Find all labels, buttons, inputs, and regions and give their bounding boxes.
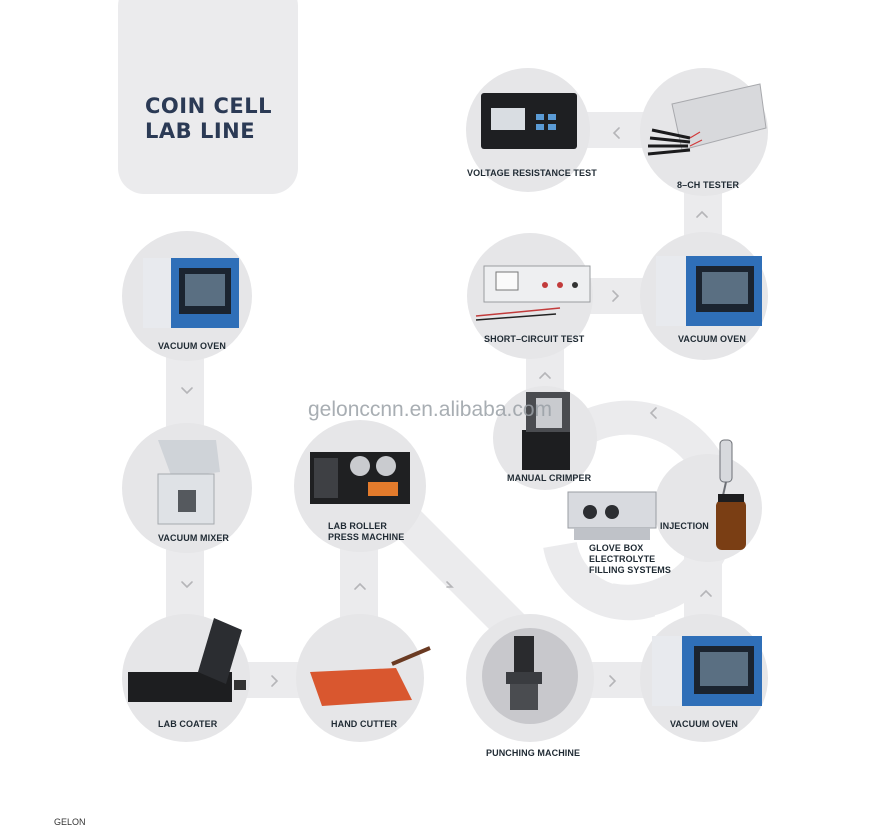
title-card (118, 0, 298, 194)
label-vacuum-oven-right-top: VACUUM OVEN (678, 334, 746, 344)
arrow-chevron-right-icon (612, 290, 620, 302)
label-lab-roller-line-1: LAB ROLLER (328, 521, 387, 531)
title-line-2: LAB LINE (145, 119, 256, 143)
label-vacuum-oven-right-bottom: VACUUM OVEN (670, 719, 738, 729)
label-manual-crimper: MANUAL CRIMPER (507, 473, 592, 483)
title-line-1: COIN CELL (145, 94, 272, 118)
label-glove-box-line-2: ELECTROLYTE (589, 554, 656, 564)
label-injection: INJECTION (660, 521, 709, 531)
label-short-circuit-test: SHORT–CIRCUIT TEST (484, 334, 585, 344)
arrow-chevron-left-icon (612, 127, 620, 139)
glove-box-icon (567, 491, 657, 540)
track-arc-lower (543, 541, 656, 621)
watermark: gelonccnn.en.alibaba.com (308, 398, 553, 421)
voltage-tester-icon (481, 93, 577, 149)
label-glove-box-line-3: FILLING SYSTEMS (589, 565, 672, 575)
footer-brand: GELON (54, 817, 86, 827)
label-vacuum-oven-left: VACUUM OVEN (158, 341, 226, 351)
hand-cutter-icon (310, 646, 431, 706)
arrow-chevron-right-icon (271, 675, 279, 687)
vacuum-oven-icon (143, 258, 239, 328)
short-circuit-tester-icon (475, 265, 591, 321)
label-lab-coater: LAB COATER (158, 719, 218, 729)
injection-pipette-icon (716, 439, 746, 550)
arrow-chevron-up-icon (539, 371, 551, 379)
vacuum-mixer-icon (157, 440, 220, 525)
label-lab-roller-line-2: PRESS MACHINE (328, 532, 405, 542)
lab-roller-press-icon (310, 452, 410, 504)
arrow-chevron-right-icon (609, 675, 617, 687)
arrow-chevron-left-icon (649, 407, 657, 419)
arrow-chevron-up-icon (700, 589, 712, 597)
label-vacuum-mixer: VACUUM MIXER (158, 533, 230, 543)
label-lab-roller: LAB ROLLER PRESS MACHINE (328, 521, 404, 543)
8ch-tester-icon (647, 83, 767, 156)
arrow-chevron-down-icon (181, 387, 193, 395)
label-hand-cutter: HAND CUTTER (331, 719, 398, 729)
arrow-chevron-up-icon (354, 582, 366, 590)
label-8ch-tester: 8–CH TESTER (677, 180, 740, 190)
vacuum-oven-icon (652, 636, 762, 706)
vacuum-oven-icon (656, 256, 762, 326)
label-glove-box: GLOVE BOX ELECTROLYTE FILLING SYSTEMS (589, 543, 671, 576)
arrow-chevron-up-icon (696, 210, 708, 218)
track-diagonal (370, 486, 540, 654)
flow-arrows (181, 127, 712, 687)
page-title: COIN CELL LAB LINE (145, 94, 272, 144)
label-punching-machine: PUNCHING MACHINE (486, 748, 581, 758)
label-voltage-resistance-test: VOLTAGE RESISTANCE TEST (467, 168, 597, 178)
manual-crimper-icon (522, 392, 570, 470)
arrow-chevron-down-icon (181, 581, 193, 589)
label-glove-box-line-1: GLOVE BOX (589, 543, 644, 553)
lab-coater-icon (128, 618, 246, 702)
arrow-corner-icon (446, 581, 454, 588)
punching-machine-icon (506, 636, 542, 710)
